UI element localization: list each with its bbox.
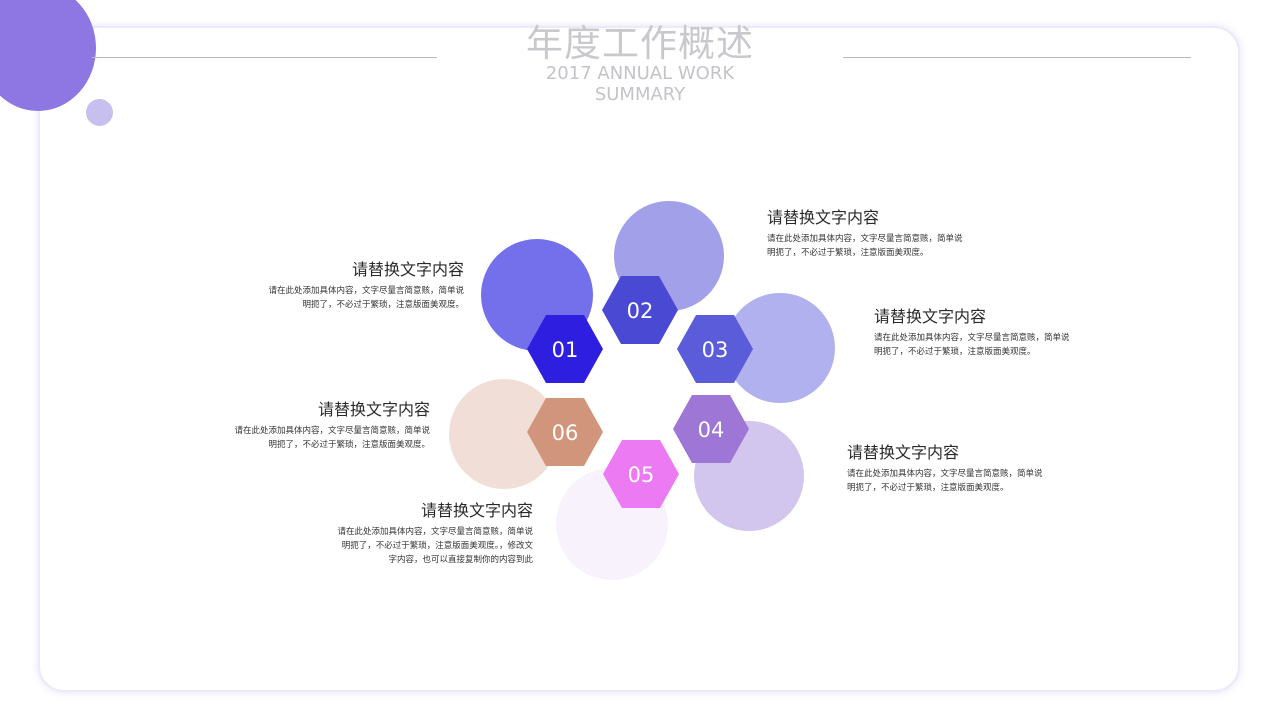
text-block-05-line2: 明扼了，不必过于繁琐，注意版面美观度。，修改文 bbox=[341, 541, 533, 551]
text-block-02-desc: 请在此处添加具体内容，文字尽量言简意赅，简单说 明扼了，不必过于繁琐，注意版面美… bbox=[767, 232, 1007, 260]
text-block-01-title: 请替换文字内容 bbox=[351, 260, 464, 279]
text-block-02: 请替换文字内容 请在此处添加具体内容，文字尽量言简意赅，简单说 明扼了，不必过于… bbox=[767, 207, 1007, 260]
text-block-01: 请替换文字内容 请在此处添加具体内容，文字尽量言简意赅，简单说 明扼了，不必过于… bbox=[224, 259, 464, 312]
text-block-04-line2: 明扼了，不必过于繁琐，注意版面美观度。 bbox=[847, 483, 1009, 493]
hexagon-06 bbox=[527, 398, 603, 466]
hexagon-04 bbox=[673, 395, 749, 463]
text-block-02-line2: 明扼了，不必过于繁琐，注意版面美观度。 bbox=[767, 248, 929, 258]
hexagon-03-number: 03 bbox=[702, 338, 729, 362]
title-divider-right bbox=[843, 57, 1191, 58]
text-block-05-desc: 请在此处添加具体内容，文字尽量言简意赅，简单说 明扼了，不必过于繁琐，注意版面美… bbox=[293, 525, 533, 567]
hexagon-04-number: 04 bbox=[698, 418, 725, 442]
text-block-06-desc: 请在此处添加具体内容，文字尽量言简意赅，简单说 明扼了，不必过于繁琐，注意版面美… bbox=[190, 424, 430, 452]
text-block-03-line2: 明扼了，不必过于繁琐，注意版面美观度。 bbox=[874, 347, 1036, 357]
text-block-01-desc: 请在此处添加具体内容，文字尽量言简意赅，简单说 明扼了，不必过于繁琐，注意版面美… bbox=[224, 284, 464, 312]
text-block-02-line1: 请在此处添加具体内容，文字尽量言简意赅，简单说 bbox=[767, 234, 963, 244]
text-block-04-line1: 请在此处添加具体内容，文字尽量言简意赅，简单说 bbox=[847, 469, 1043, 479]
text-block-03-title: 请替换文字内容 bbox=[874, 307, 987, 326]
hexagon-02-number: 02 bbox=[627, 299, 654, 323]
text-block-01-line1: 请在此处添加具体内容，文字尽量言简意赅，简单说 bbox=[268, 286, 464, 296]
text-block-04-title: 请替换文字内容 bbox=[847, 443, 960, 462]
text-block-04-desc: 请在此处添加具体内容，文字尽量言简意赅，简单说 明扼了，不必过于繁琐，注意版面美… bbox=[847, 467, 1087, 495]
text-block-06: 请替换文字内容 请在此处添加具体内容，文字尽量言简意赅，简单说 明扼了，不必过于… bbox=[190, 399, 430, 452]
text-block-03-line1: 请在此处添加具体内容，文字尽量言简意赅，简单说 bbox=[874, 333, 1070, 343]
petal-circle-6 bbox=[449, 379, 559, 489]
hexagon-06-number: 06 bbox=[552, 421, 579, 445]
text-block-01-line2: 明扼了，不必过于繁琐，注意版面美观度。 bbox=[302, 300, 464, 310]
text-block-04: 请替换文字内容 请在此处添加具体内容，文字尽量言简意赅，简单说 明扼了，不必过于… bbox=[847, 442, 1087, 495]
subtitle-line-1: 2017 ANNUAL WORK bbox=[545, 63, 735, 84]
text-block-06-line1: 请在此处添加具体内容，文字尽量言简意赅，简单说 bbox=[234, 426, 430, 436]
hexagon-01 bbox=[527, 315, 603, 383]
text-block-03-desc: 请在此处添加具体内容，文字尽量言简意赅，简单说 明扼了，不必过于繁琐，注意版面美… bbox=[874, 331, 1114, 359]
page-subtitle: 2017 ANNUAL WORK SUMMARY bbox=[500, 63, 780, 105]
decorative-circle-small bbox=[86, 99, 113, 126]
hexagon-01-number: 01 bbox=[552, 338, 579, 362]
petal-circle-3 bbox=[725, 293, 835, 403]
slide-frame bbox=[38, 26, 1240, 692]
hexagon-05 bbox=[603, 440, 679, 508]
text-block-06-title: 请替换文字内容 bbox=[317, 400, 430, 419]
text-block-05: 请替换文字内容 请在此处添加具体内容，文字尽量言简意赅，简单说 明扼了，不必过于… bbox=[293, 500, 533, 567]
text-block-05-line1: 请在此处添加具体内容，文字尽量言简意赅，简单说 bbox=[337, 527, 533, 537]
text-block-05-line3: 字内容，也可以直接复制你的内容到此 bbox=[388, 555, 533, 565]
text-block-05-title: 请替换文字内容 bbox=[420, 501, 533, 520]
hexagon-05-number: 05 bbox=[628, 463, 655, 487]
text-block-06-line2: 明扼了，不必过于繁琐，注意版面美观度。 bbox=[268, 440, 430, 450]
title-divider-left bbox=[92, 57, 437, 58]
subtitle-line-2: SUMMARY bbox=[594, 84, 686, 105]
text-block-02-title: 请替换文字内容 bbox=[767, 208, 880, 227]
hexagon-02 bbox=[602, 276, 678, 344]
hexagon-03 bbox=[677, 315, 753, 383]
page-title: 年度工作概述 bbox=[526, 22, 754, 65]
text-block-03: 请替换文字内容 请在此处添加具体内容，文字尽量言简意赅，简单说 明扼了，不必过于… bbox=[874, 306, 1114, 359]
